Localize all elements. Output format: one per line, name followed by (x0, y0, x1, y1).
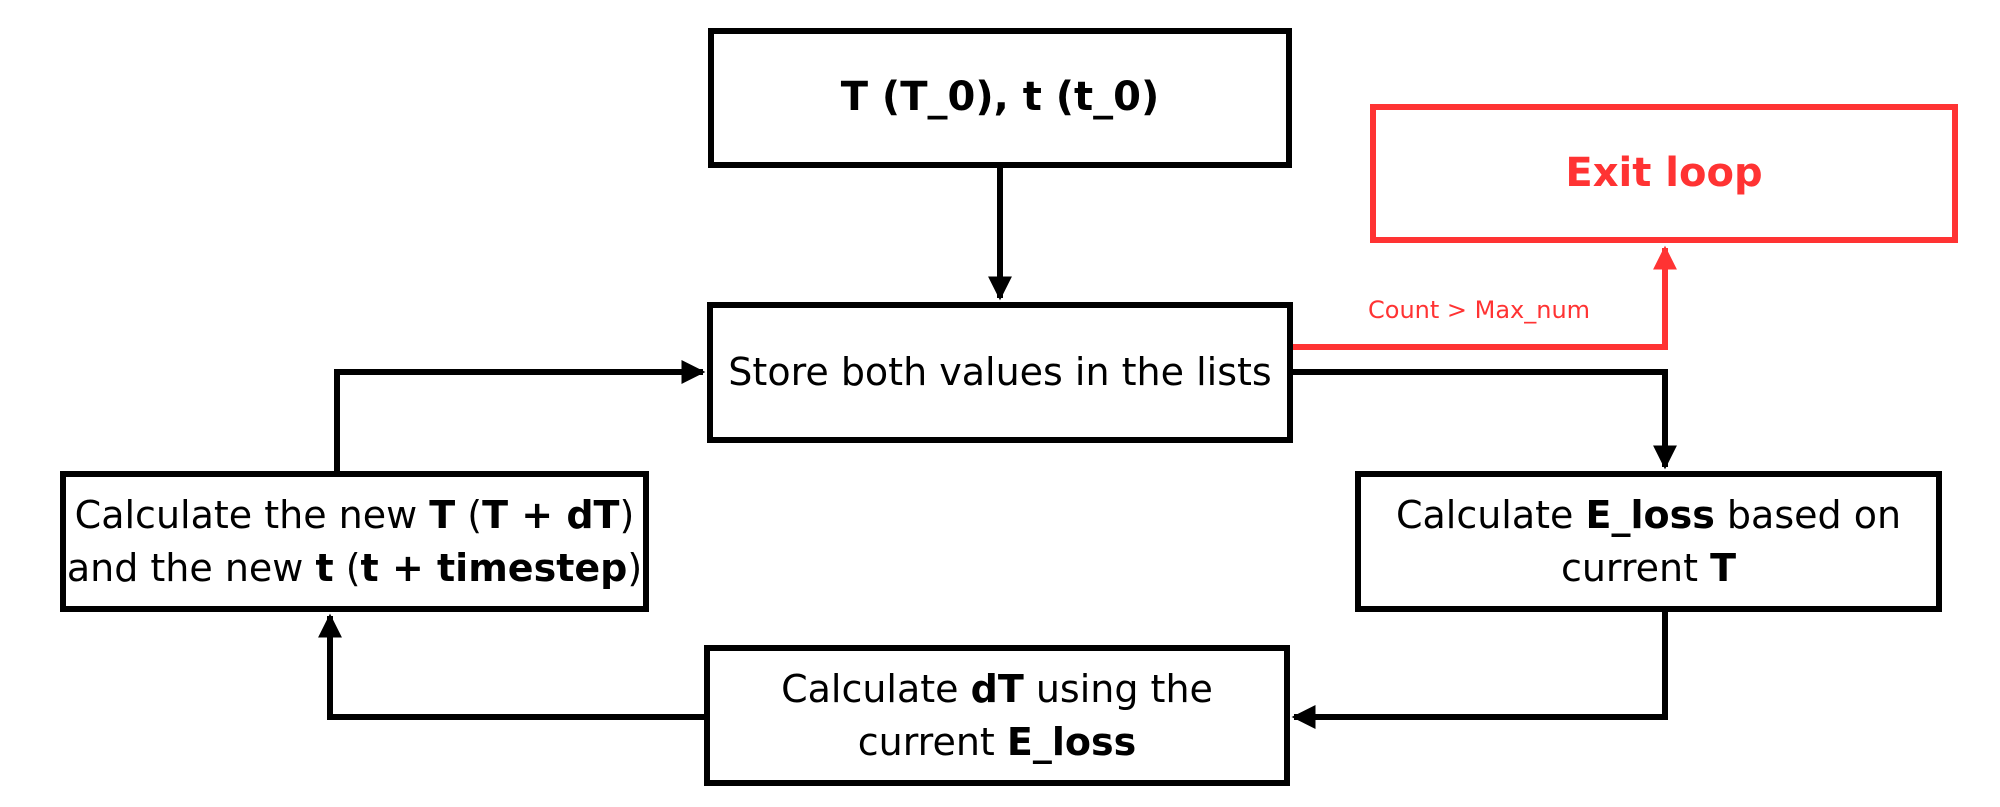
update-line2-text-c: ( (333, 545, 361, 590)
calculate-new-values-node: Calculate the new T (T + dT) and the new… (60, 471, 649, 612)
store-values-node: Store both values in the lists (707, 302, 1293, 443)
exit-node: Exit loop (1370, 104, 1958, 243)
calculate-eloss-line-1: Calculate E_loss based on (1396, 489, 1901, 541)
eloss-line1-text-c: based on (1714, 493, 1902, 538)
dt-line1-text-c: using the (1023, 667, 1213, 712)
calculate-dt-text: Calculate dT using the current E_loss (781, 663, 1213, 768)
calculate-eloss-line-2: current T (1396, 542, 1901, 594)
arrow-store-to-exit (1293, 245, 1677, 350)
update-line1-text-a: Calculate the new (74, 493, 430, 538)
calculate-dt-node: Calculate dT using the current E_loss (704, 645, 1290, 786)
eloss-line2-text-a: current (1560, 545, 1711, 590)
store-values-label: Store both values in the lists (728, 350, 1272, 395)
calculate-new-values-line-2: and the new t (t + timestep) (67, 542, 642, 594)
calculate-eloss-node: Calculate E_loss based on current T (1355, 471, 1942, 612)
calculate-new-values-line-1: Calculate the new T (T + dT) (67, 489, 642, 541)
eloss-line1-bold-b: E_loss (1585, 493, 1715, 538)
update-line2-text-e: ) (627, 545, 643, 590)
calculate-dt-line-2: current E_loss (781, 716, 1213, 768)
update-line2-bold-d: t + timestep (360, 545, 628, 590)
dt-line1-bold-b: dT (970, 667, 1024, 712)
update-line1-text-c: ( (455, 493, 483, 538)
exit-condition-label: Count > Max_num (1368, 296, 1591, 324)
arrow-dt-to-update (318, 613, 704, 720)
dt-line2-text-a: current (857, 719, 1007, 764)
start-node: T (T_0), t (t_0) (708, 28, 1292, 168)
arrow-store-to-eloss (1293, 369, 1677, 470)
dt-line2-bold-b: E_loss (1006, 719, 1137, 764)
arrow-eloss-to-dt (1291, 612, 1668, 729)
update-line1-bold-b: T (429, 493, 456, 538)
calculate-dt-line-1: Calculate dT using the (781, 663, 1213, 715)
eloss-line2-bold-b: T (1710, 545, 1737, 590)
dt-line1-text-a: Calculate (781, 667, 971, 712)
exit-node-label: Exit loop (1565, 149, 1763, 196)
calculate-eloss-text: Calculate E_loss based on current T (1396, 489, 1901, 594)
calculate-new-values-text: Calculate the new T (T + dT) and the new… (67, 489, 642, 594)
eloss-line1-text-a: Calculate (1395, 493, 1586, 538)
update-line1-bold-d: T + dT (482, 493, 620, 538)
update-line1-text-e: ) (619, 493, 635, 538)
update-line2-text-a: and the new (66, 545, 316, 590)
arrow-update-to-store (334, 360, 706, 471)
start-node-label: T (T_0), t (t_0) (840, 74, 1160, 121)
update-line2-bold-b: t (315, 545, 334, 590)
